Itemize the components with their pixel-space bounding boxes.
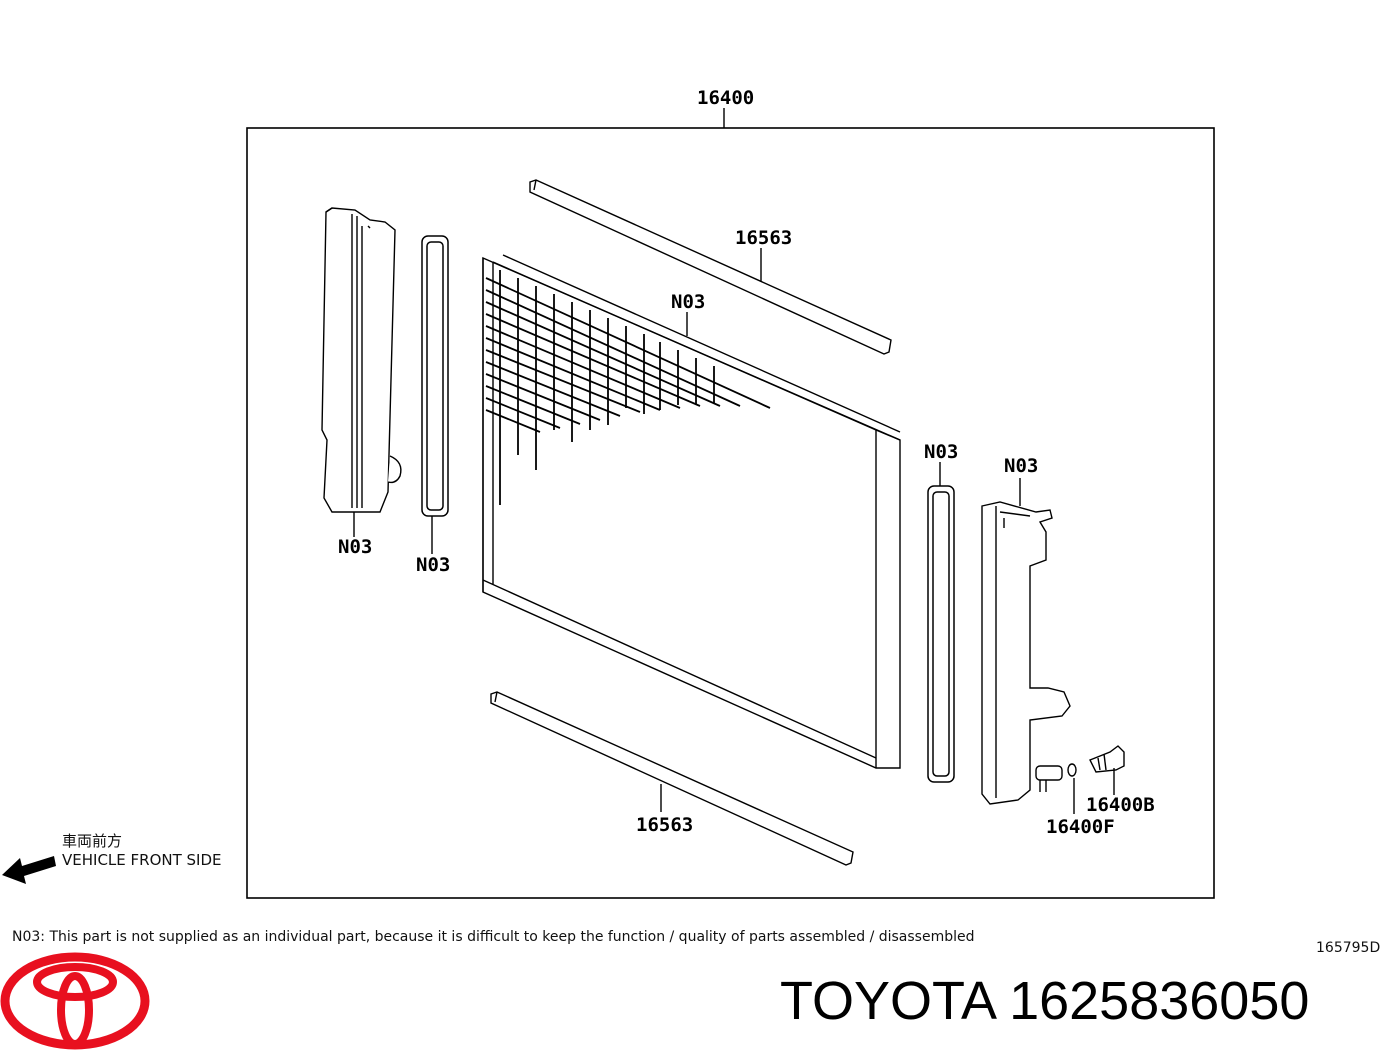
left-gasket-part bbox=[421, 235, 449, 517]
footnote-text: : This part is not supplied as an indivi… bbox=[40, 929, 975, 945]
front-arrow-icon bbox=[2, 856, 56, 884]
assembly-callout: 16400 bbox=[697, 87, 754, 109]
right-gasket-callout: N03 bbox=[924, 441, 958, 463]
brand-name: TOYOTA bbox=[780, 971, 995, 1031]
left-tank-part bbox=[321, 207, 402, 513]
right-tank-callout: N03 bbox=[1004, 455, 1038, 477]
left-gasket-callout: N03 bbox=[416, 554, 450, 576]
o-ring-callout: 16400F bbox=[1046, 816, 1115, 838]
bottom-seal-part bbox=[490, 691, 854, 866]
top-seal-callout: 16563 bbox=[735, 227, 792, 249]
left-tank-callout: N03 bbox=[338, 536, 372, 558]
part-number: 1625836050 bbox=[1009, 971, 1310, 1031]
footnote-code: N03 bbox=[12, 929, 41, 945]
bottom-seal-callout: 16563 bbox=[636, 814, 693, 836]
drain-cock-callout: 16400B bbox=[1086, 794, 1155, 816]
radiator-core bbox=[482, 254, 901, 769]
brand-part-title: TOYOTA 1625836050 bbox=[780, 970, 1309, 1032]
front-indicator-japanese: 車両前方 bbox=[62, 832, 123, 850]
toyota-logo-icon bbox=[0, 952, 150, 1050]
reference-code: 165795D bbox=[1316, 940, 1381, 956]
drain-cock-part bbox=[1089, 745, 1125, 773]
right-gasket-part bbox=[927, 485, 955, 783]
core-fin-grid bbox=[485, 270, 771, 505]
core-note-callout: N03 bbox=[671, 291, 705, 313]
right-tank-part bbox=[981, 501, 1071, 805]
assembly-frame bbox=[246, 127, 1215, 899]
top-seal-part bbox=[529, 179, 892, 355]
footnote: N03: This part is not supplied as an ind… bbox=[12, 929, 975, 945]
front-indicator-english: VEHICLE FRONT SIDE bbox=[62, 851, 222, 869]
o-ring-part bbox=[1067, 763, 1077, 777]
